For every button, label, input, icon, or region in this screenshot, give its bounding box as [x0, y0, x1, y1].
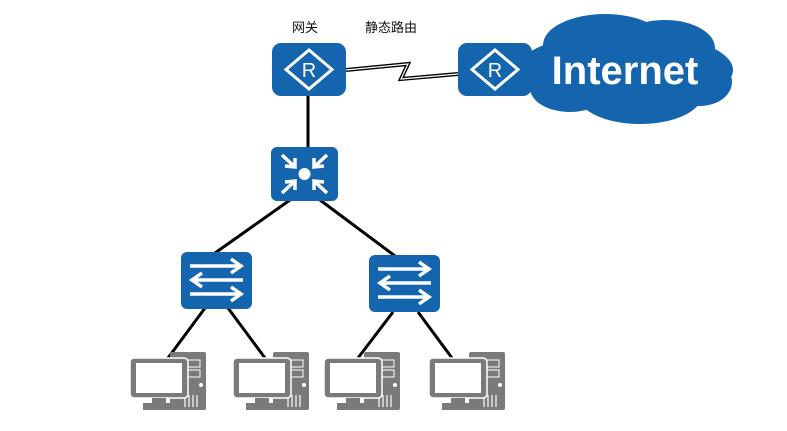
pc-2-icon: [232, 351, 310, 411]
pc-3-icon: [323, 351, 401, 411]
internet-label: Internet: [552, 49, 699, 93]
pc-1-icon: [129, 351, 207, 411]
access-switch-2-icon: [367, 253, 442, 314]
static-route-label: 静态路由: [365, 21, 418, 36]
link-switch1-pc1: [166, 307, 207, 359]
link-core-switch2: [319, 198, 396, 258]
internet-cloud: Internet: [517, 14, 733, 124]
gateway-router-icon: [270, 41, 348, 98]
access-switch-1-icon: [179, 250, 254, 311]
link-core-switch1: [214, 198, 291, 255]
gateway-label: 网关: [292, 21, 319, 36]
isp-router-icon: [456, 41, 534, 98]
links: [166, 96, 454, 359]
core-switch-icon: [271, 147, 338, 201]
pc-4-icon: [428, 351, 506, 411]
link-switch2-pc4: [416, 311, 454, 359]
link-switch1-pc2: [226, 307, 267, 359]
link-switch2-pc3: [356, 311, 395, 359]
